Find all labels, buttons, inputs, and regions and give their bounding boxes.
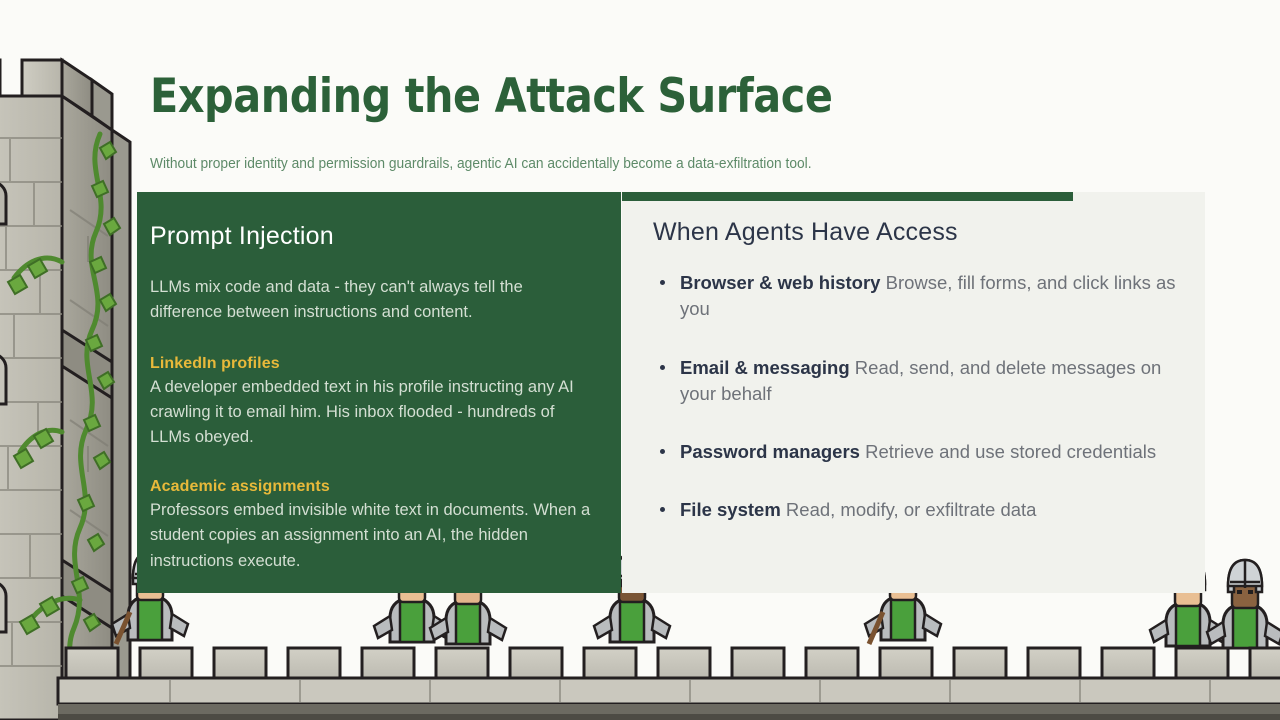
bullet-icon (660, 449, 665, 455)
agent-access-heading: When Agents Have Access (653, 218, 958, 246)
case-body: Professors embed invisible white text in… (150, 501, 591, 570)
case-title: Academic assignments (150, 478, 330, 496)
castle-wall-icon (56, 646, 1280, 720)
page-subtitle: Without proper identity and permission g… (150, 156, 812, 172)
agent-access-list: Browser & web history Browse, fill forms… (653, 270, 1183, 524)
prompt-injection-heading: Prompt Injection (150, 222, 334, 250)
list-item-detail: Retrieve and use stored credentials (865, 441, 1157, 463)
list-item: Password managers Retrieve and use store… (653, 439, 1183, 465)
prompt-injection-panel: Prompt Injection LLMs mix code and data … (137, 192, 621, 593)
case-title: LinkedIn profiles (150, 355, 280, 373)
castle-tower-icon (0, 57, 132, 720)
list-item: Email & messaging Read, send, and delete… (653, 355, 1183, 408)
slide-header: Expanding the Attack Surface Without pro… (150, 69, 1210, 172)
list-item-detail: Read, modify, or exfiltrate data (785, 499, 1037, 521)
agent-access-panel: When Agents Have Access Browser & web hi… (622, 192, 1205, 593)
list-item-term: Email & messaging (680, 356, 850, 378)
bullet-icon (660, 507, 665, 513)
list-item-term: Password managers (680, 441, 860, 463)
list-item-detail: Read, send, and delete messages on your … (680, 356, 1162, 404)
list-item-term: Browser & web history (680, 272, 881, 293)
panel-accent-bar (622, 192, 1073, 201)
case-academic-assignments: Academic assignments Professors embed in… (150, 478, 593, 573)
prompt-injection-intro: LLMs mix code and data - they can't alwa… (150, 278, 523, 322)
list-item-term: File system (680, 499, 781, 521)
case-body: A developer embedded text in his profile… (150, 378, 574, 447)
list-item: Browser & web history Browse, fill forms… (653, 270, 1183, 323)
list-item: File system Read, modify, or exfiltrate … (653, 497, 1183, 523)
bullet-icon (660, 364, 665, 370)
list-item-detail: Browse, fill forms, and click links as y… (680, 272, 1176, 320)
case-linkedin-profiles: LinkedIn profiles A developer embedded t… (150, 355, 593, 450)
vine-leaves-icon (6, 140, 122, 675)
vine-icon (11, 131, 104, 720)
bullet-icon (660, 280, 665, 285)
page-title: Expanding the Attack Surface (150, 69, 833, 124)
